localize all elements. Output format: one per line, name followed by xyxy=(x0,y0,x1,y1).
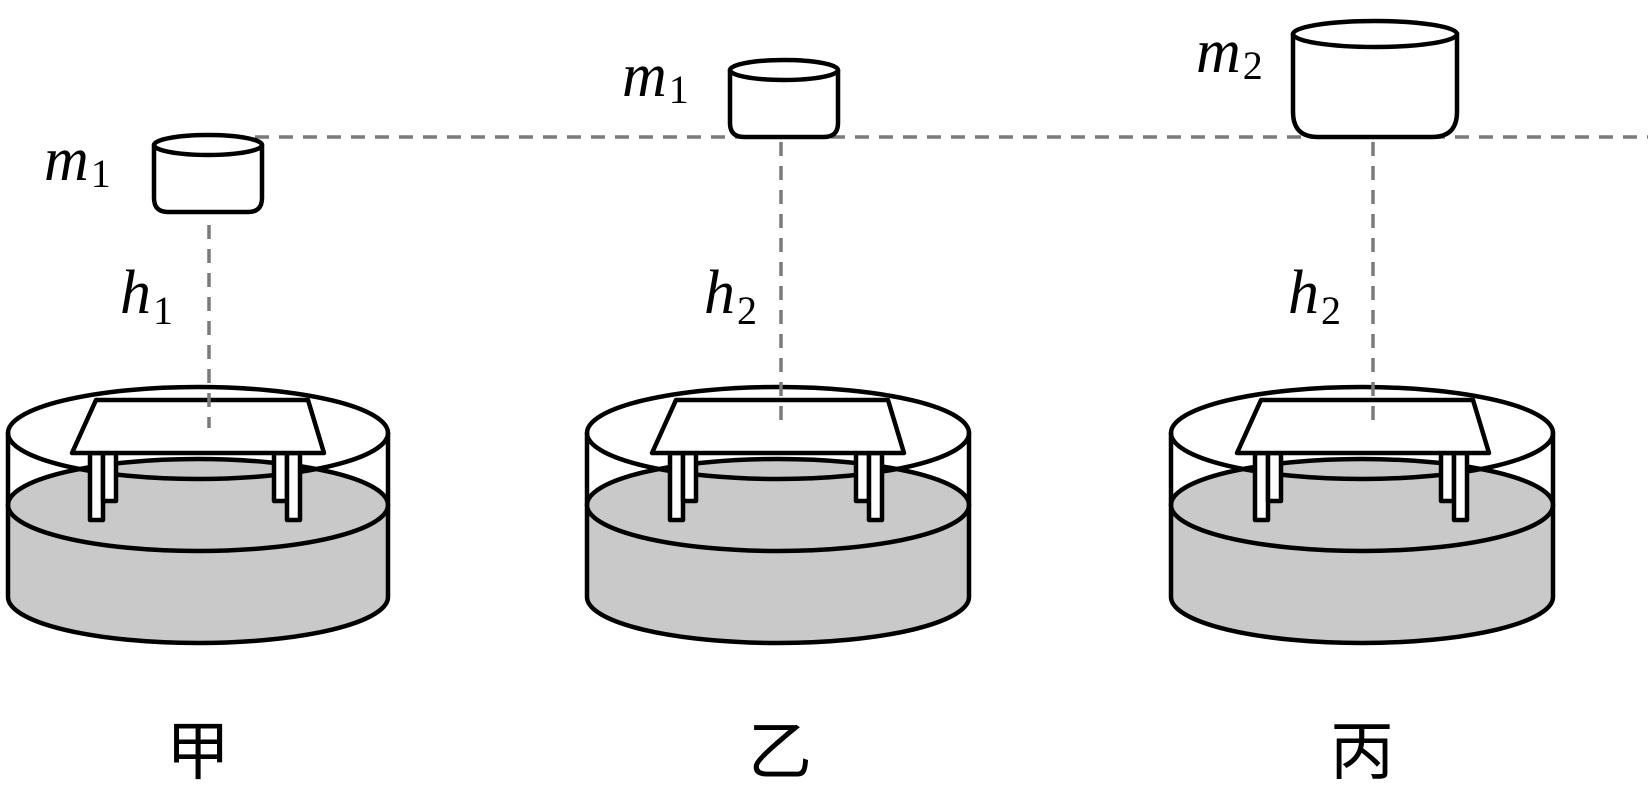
table-yi xyxy=(649,397,907,523)
height-label-jia: h1 xyxy=(120,259,173,333)
mass-label-bing: m2 xyxy=(1196,18,1263,88)
caption-bing: 丙 xyxy=(1330,716,1394,790)
mass-block-bing xyxy=(1290,18,1460,140)
height-label-yi: h2 xyxy=(704,259,757,333)
setup-yi: m1 h2 乙 xyxy=(584,42,972,790)
setup-jia: m1 h1 甲 xyxy=(5,126,391,790)
caption-jia: 甲 xyxy=(166,716,230,790)
height-label-bing: h2 xyxy=(1288,259,1341,333)
table-bing xyxy=(1234,397,1492,523)
mass-block-yi xyxy=(727,57,841,140)
mass-label-yi: m1 xyxy=(622,42,689,112)
container-yi xyxy=(584,384,972,646)
caption-yi: 乙 xyxy=(748,716,812,790)
setup-bing: m2 h2 丙 xyxy=(1168,18,1556,790)
mass-label-jia: m1 xyxy=(44,126,111,196)
mass-block-jia xyxy=(151,132,265,215)
table-jia xyxy=(69,397,327,523)
